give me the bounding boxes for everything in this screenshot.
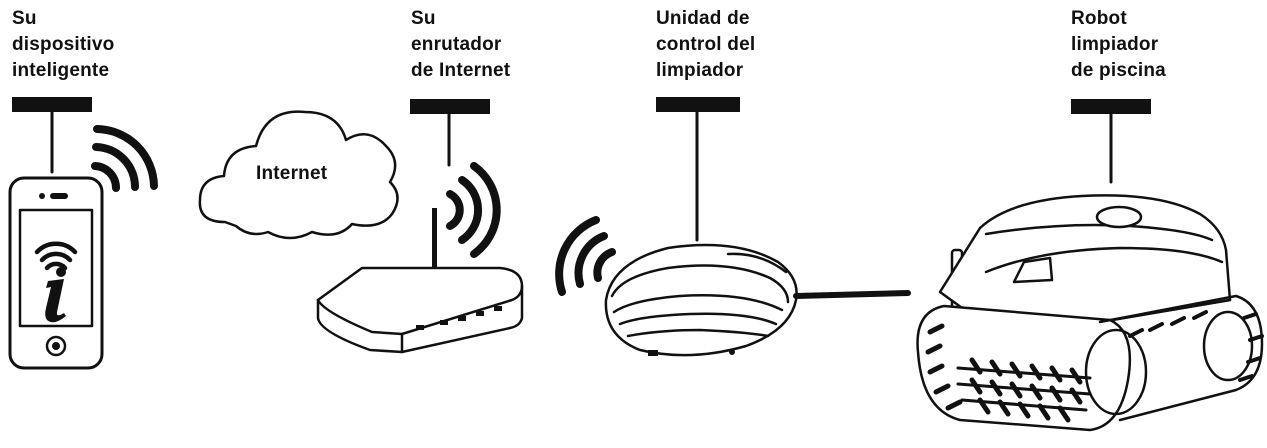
label-smart-device: Su dispositivo inteligente [12, 8, 115, 81]
control-label-marker [656, 97, 740, 242]
pool-robot-icon [916, 194, 1264, 432]
control-unit-icon [604, 243, 798, 357]
router-label-marker [410, 99, 490, 167]
label-pool-robot: Robot limpiador de piscina [1071, 8, 1166, 81]
cable [793, 290, 911, 299]
smartphone-icon [8, 176, 104, 370]
robot-label-marker [1071, 99, 1151, 184]
wifi-signal-icon [91, 125, 158, 192]
label-control-unit: Unidad de control del limpiador [656, 8, 756, 81]
device-label-marker [12, 97, 92, 174]
wifi-signal-icon [446, 162, 501, 258]
label-router: Su enrutador de Internet [411, 8, 511, 81]
wifi-app-icon [34, 241, 78, 323]
cloud-icon [198, 110, 399, 240]
router-icon [316, 208, 524, 354]
label-internet: Internet [256, 163, 328, 184]
wifi-signal-icon [555, 216, 616, 296]
